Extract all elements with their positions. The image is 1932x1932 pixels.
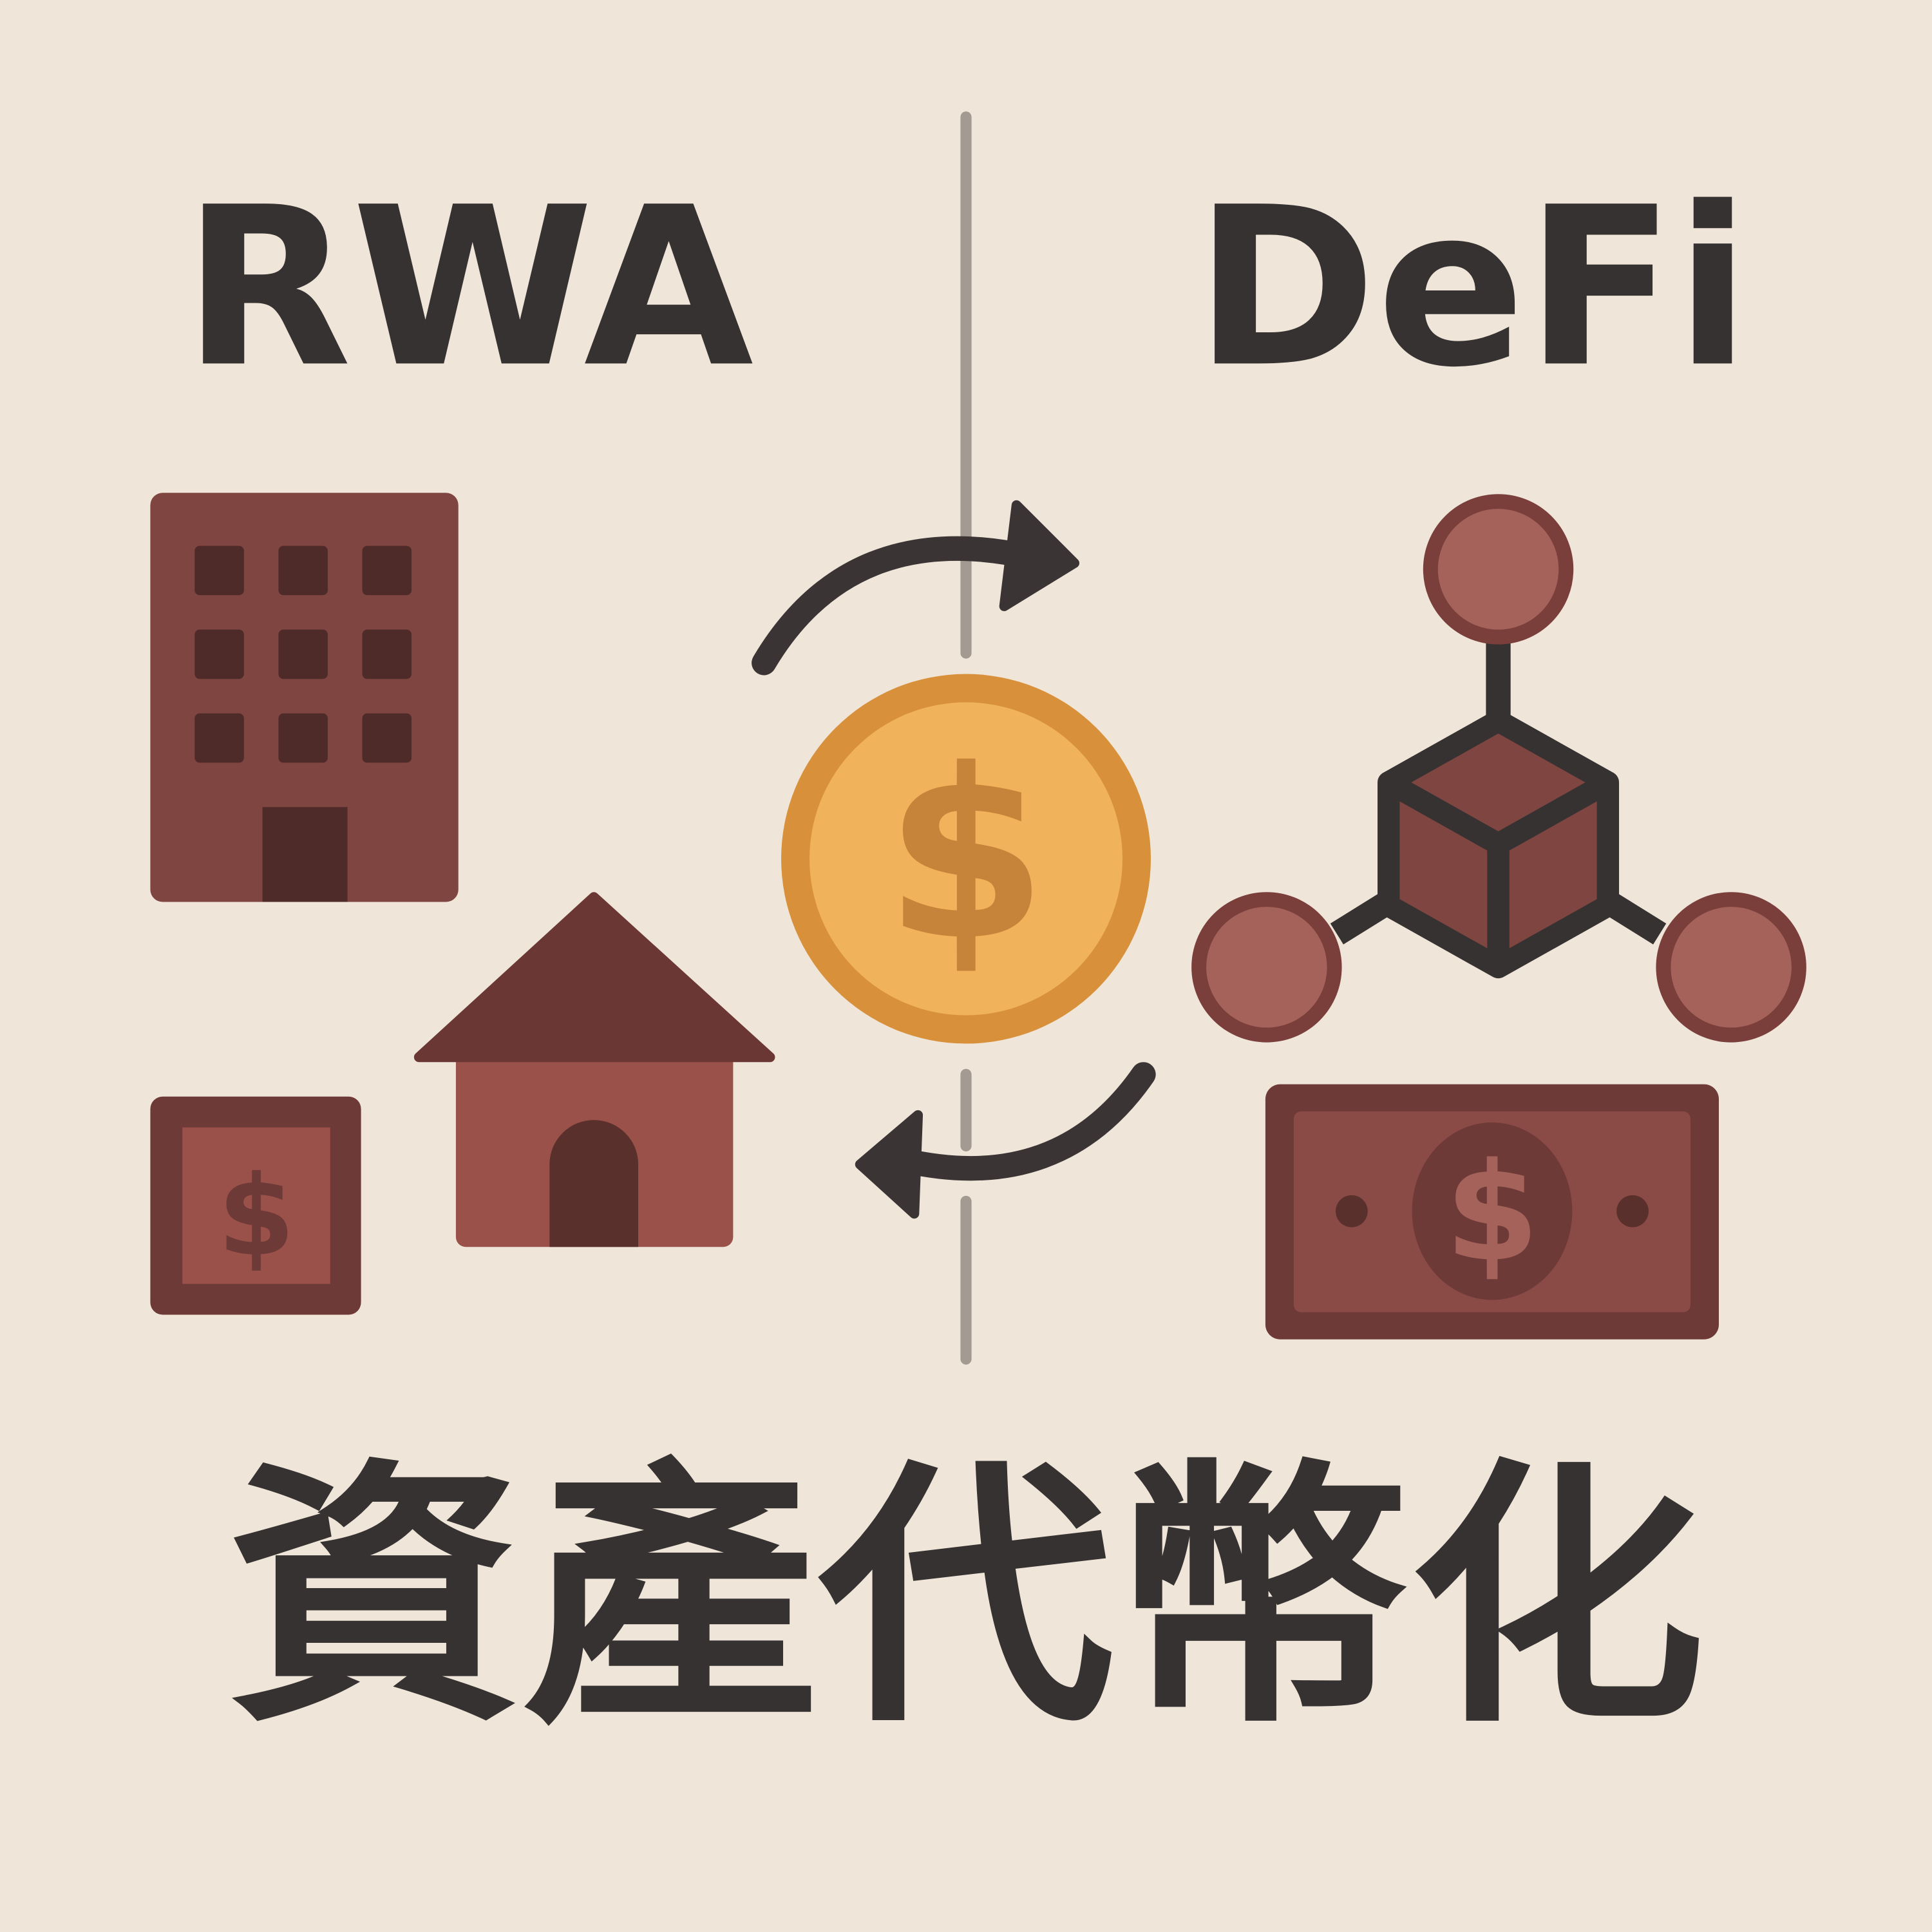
banknote-small-icon: $ bbox=[150, 1096, 361, 1315]
defi-label: DeFi bbox=[1195, 160, 1750, 415]
arrow-head-right bbox=[999, 500, 1080, 611]
banknote-icon: $ bbox=[1265, 1084, 1719, 1340]
house-icon bbox=[413, 892, 775, 1247]
coin-dollar-sign: $ bbox=[885, 719, 1048, 992]
exchange-arrows-icon bbox=[752, 536, 1156, 1181]
blockchain-network-icon bbox=[1191, 494, 1806, 1043]
banknote-dollar-sign: $ bbox=[1445, 1133, 1539, 1291]
arrow-head-left bbox=[855, 1110, 923, 1219]
office-building-icon bbox=[150, 493, 459, 902]
rwa-label: RWA bbox=[183, 160, 755, 415]
coin-icon: $ bbox=[781, 674, 1151, 1044]
bottom-title: 資產代幣化 bbox=[227, 1437, 1705, 1760]
dollar-sign: $ bbox=[218, 1151, 295, 1281]
